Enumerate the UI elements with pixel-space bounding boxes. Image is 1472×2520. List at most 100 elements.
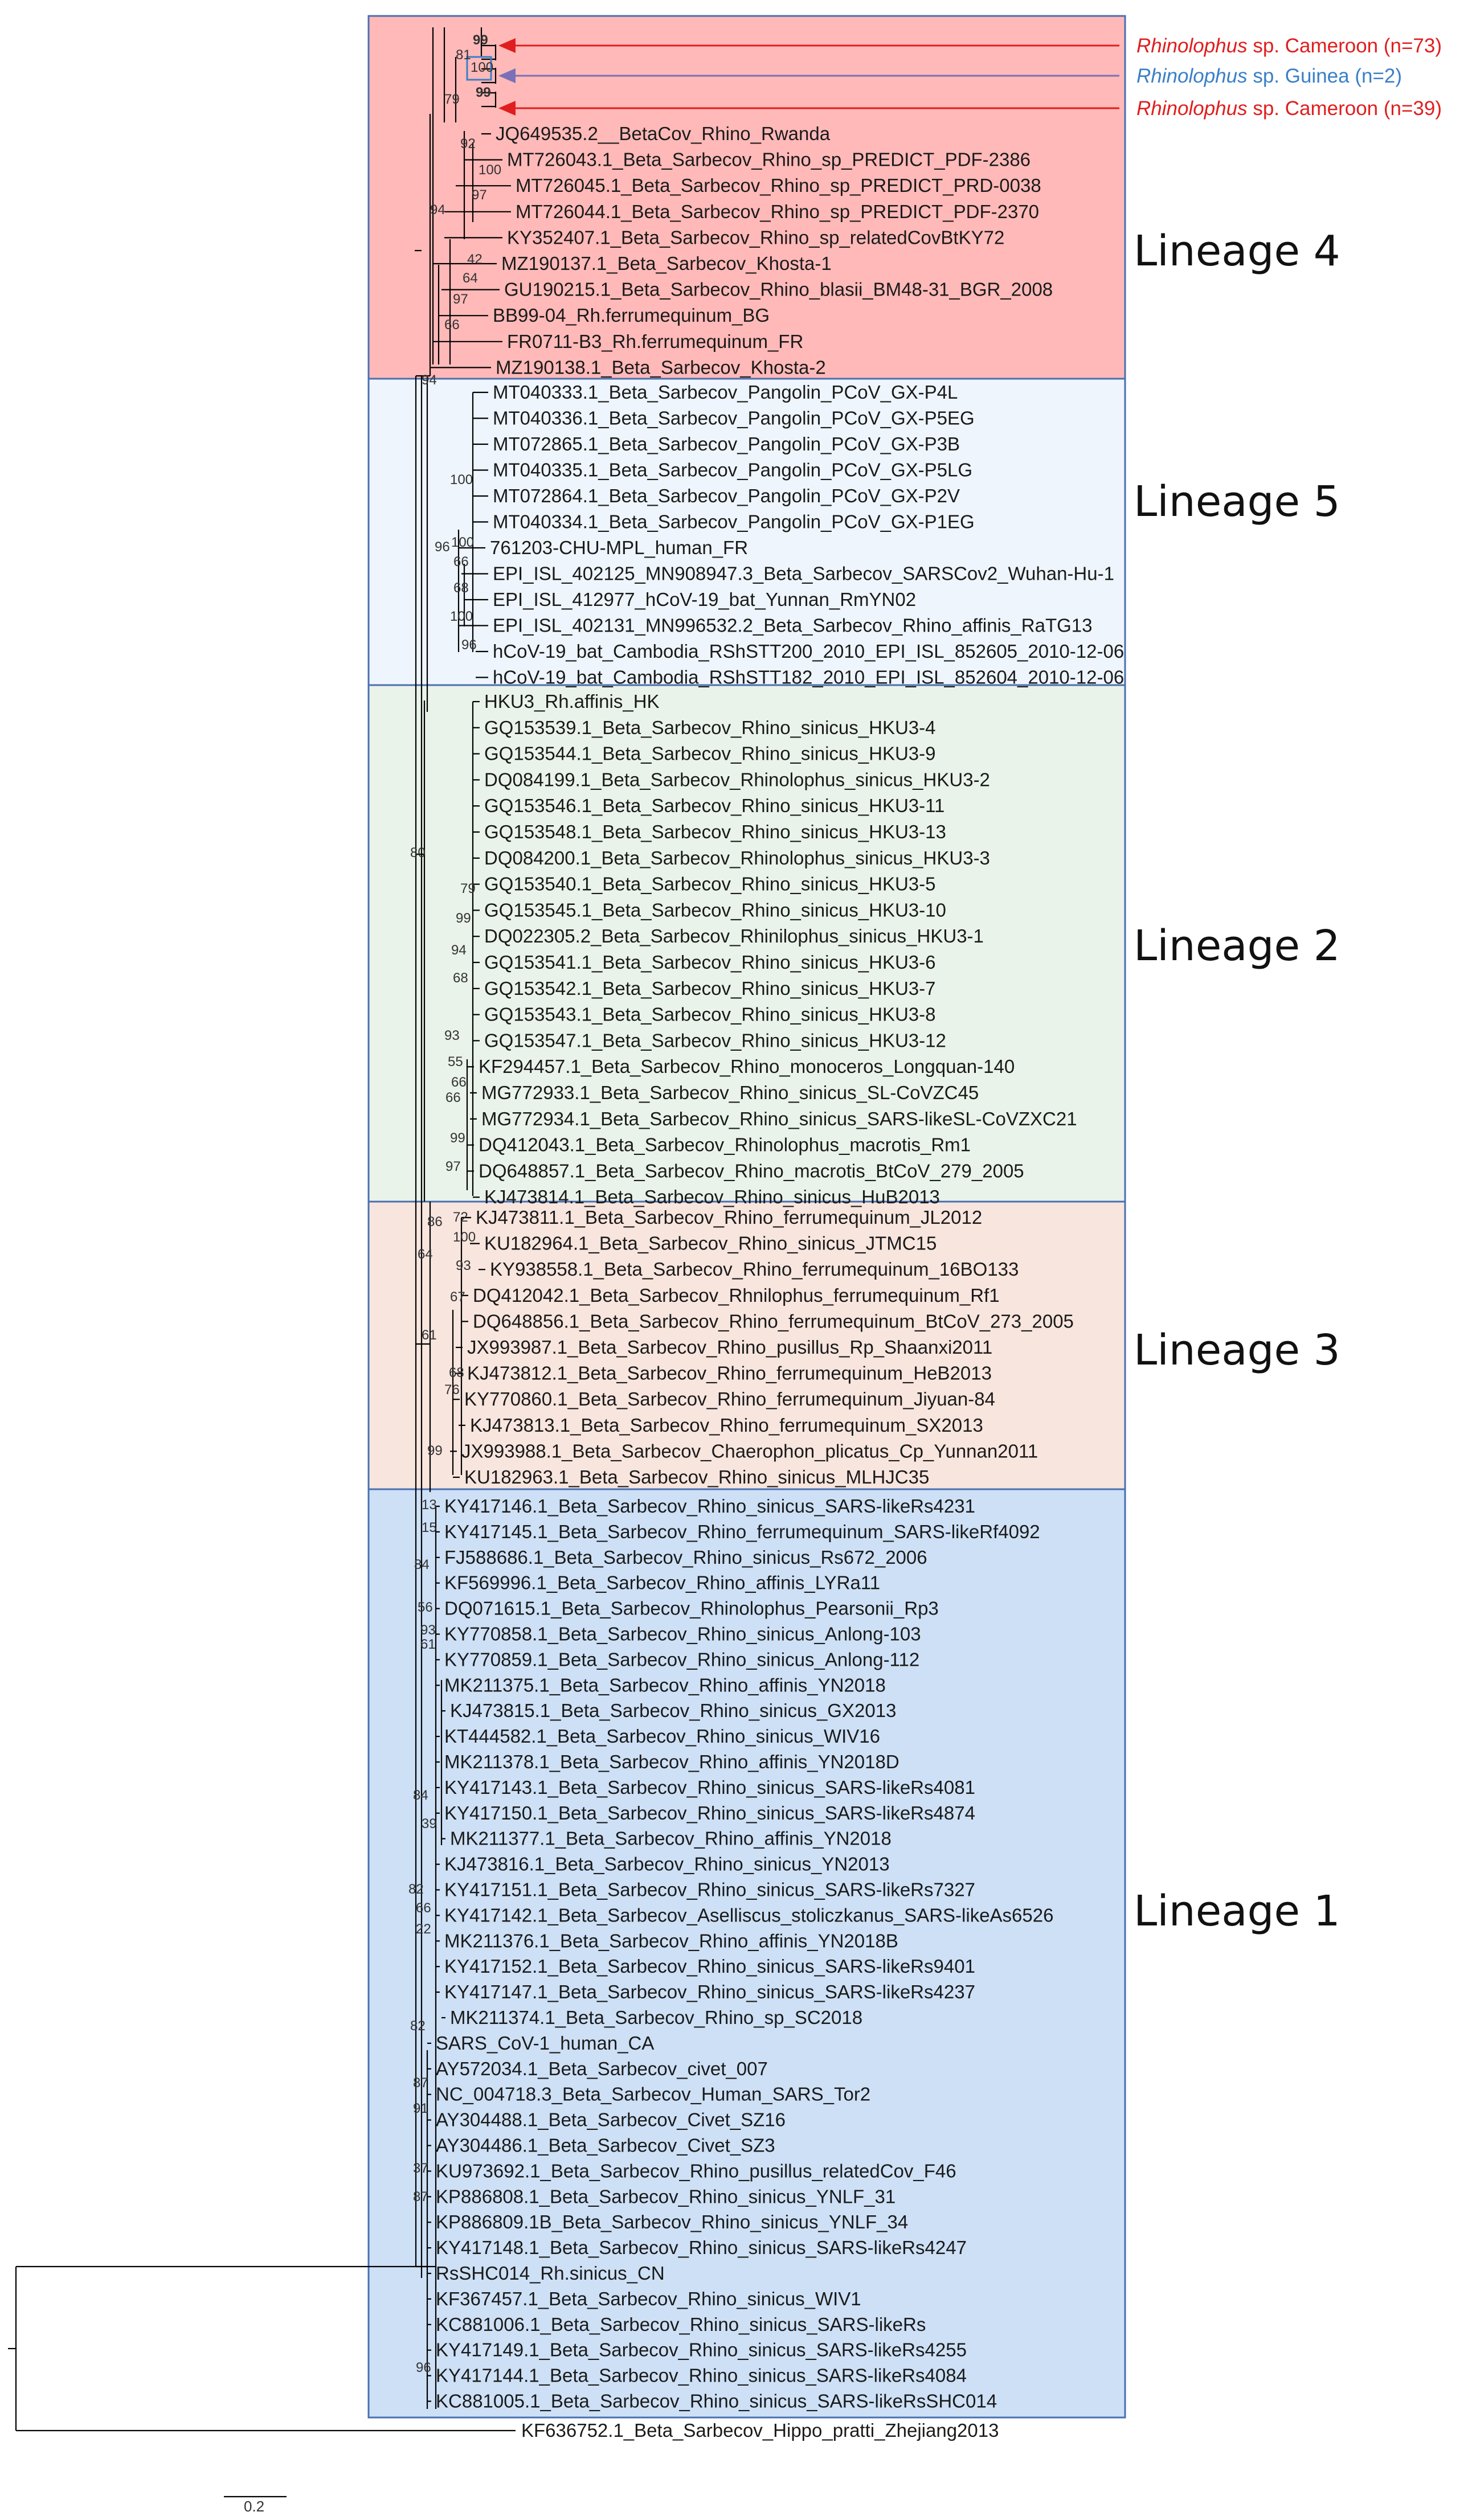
leaf-label: MK211375.1_Beta_Sarbecov_Rhino_affinis_Y…: [444, 1674, 886, 1695]
leaf-label: EPI_ISL_402125_MN908947.3_Beta_Sarbecov_…: [493, 563, 1114, 584]
leaf-label: DQ084199.1_Beta_Sarbecov_Rhinolophus_sin…: [484, 769, 990, 790]
bootstrap-value: 61: [420, 1637, 436, 1652]
bootstrap-value: 96: [416, 2360, 431, 2375]
lineage-box: [367, 684, 1126, 1203]
leaf-label: MG772933.1_Beta_Sarbecov_Rhino_sinicus_S…: [481, 1082, 979, 1103]
leaf-label: KF294457.1_Beta_Sarbecov_Rhino_monoceros…: [479, 1056, 1015, 1077]
bootstrap-value: 93: [420, 1622, 436, 1638]
bootstrap-value: 99: [473, 32, 488, 48]
leaf-label: KJ473813.1_Beta_Sarbecov_Rhino_ferrumequ…: [470, 1415, 983, 1436]
bootstrap-value: 55: [448, 1054, 463, 1070]
bootstrap-value: 76: [444, 1382, 460, 1398]
leaf-label: KY417150.1_Beta_Sarbecov_Rhino_sinicus_S…: [444, 1802, 975, 1824]
bootstrap-value: 42: [467, 252, 483, 267]
bootstrap-value: 66: [453, 554, 469, 569]
lineage-box: [367, 1488, 1126, 2419]
bootstrap-value: 68: [453, 970, 468, 986]
leaf-label: MT726044.1_Beta_Sarbecov_Rhino_sp_PREDIC…: [516, 201, 1039, 222]
leaf-label: MT040334.1_Beta_Sarbecov_Pangolin_PCoV_G…: [493, 511, 975, 532]
leaf-label: GQ153542.1_Beta_Sarbecov_Rhino_sinicus_H…: [484, 978, 936, 999]
leaf-label: FR0711-B3_Rh.ferrumequinum_FR: [507, 331, 803, 352]
bootstrap-value: 79: [460, 881, 476, 896]
bootstrap-value: 80: [410, 845, 426, 861]
tree-branches: [415, 27, 511, 2409]
lineage-name: Lineage 2: [1134, 921, 1340, 970]
bootstrap-value: 96: [461, 637, 477, 653]
leaf-label: FJ588686.1_Beta_Sarbecov_Rhino_sinicus_R…: [444, 1547, 927, 1568]
bootstrap-value: 93: [456, 1258, 471, 1273]
bootstrap-value: 39: [422, 1816, 437, 1831]
leaf-label: MT072865.1_Beta_Sarbecov_Pangolin_PCoV_G…: [493, 433, 960, 454]
bootstrap-value: 86: [427, 1214, 443, 1230]
leaf-label: KC881005.1_Beta_Sarbecov_Rhino_sinicus_S…: [436, 2391, 997, 2412]
annotation-label: Rhinolophus sp. Cameroon (n=39): [1136, 97, 1442, 120]
leaf-label: GQ153545.1_Beta_Sarbecov_Rhino_sinicus_H…: [484, 899, 946, 920]
bootstrap-value: 56: [418, 1600, 433, 1615]
leaf-label: JX993987.1_Beta_Sarbecov_Rhino_pusillus_…: [467, 1337, 992, 1358]
leaf-label: AY304486.1_Beta_Sarbecov_Civet_SZ3: [436, 2135, 775, 2156]
leaf-label: GQ153541.1_Beta_Sarbecov_Rhino_sinicus_H…: [484, 952, 936, 973]
leaf-label: GQ153547.1_Beta_Sarbecov_Rhino_sinicus_H…: [484, 1030, 946, 1051]
lineage-box: [367, 378, 1126, 686]
leaf-label: GQ153543.1_Beta_Sarbecov_Rhino_sinicus_H…: [484, 1004, 936, 1025]
leaf-label: KJ473811.1_Beta_Sarbecov_Rhino_ferrumequ…: [476, 1207, 982, 1228]
leaf-label: AY572034.1_Beta_Sarbecov_civet_007: [436, 2058, 768, 2079]
annotation-arrowhead: [498, 68, 516, 83]
leaf-label: KJ473812.1_Beta_Sarbecov_Rhino_ferrumequ…: [467, 1363, 992, 1384]
leaf-label: 761203-CHU-MPL_human_FR: [490, 537, 748, 558]
leaf-label: GU190215.1_Beta_Sarbecov_Rhino_blasii_BM…: [504, 279, 1053, 300]
bootstrap-value: 94: [430, 202, 445, 218]
leaf-label: DQ648856.1_Beta_Sarbecov_Rhino_ferrumequ…: [473, 1310, 1074, 1331]
outgroup-label: KF636752.1_Beta_Sarbecov_Hippo_pratti_Zh…: [521, 2420, 999, 2441]
leaf-label: KC881006.1_Beta_Sarbecov_Rhino_sinicus_S…: [436, 2314, 926, 2335]
bootstrap-value: 99: [476, 85, 491, 100]
leaf-label: KU182963.1_Beta_Sarbecov_Rhino_sinicus_M…: [464, 1466, 929, 1488]
leaf-label: HKU3_Rh.affinis_HK: [484, 691, 660, 712]
bootstrap-value: 100: [453, 1230, 476, 1245]
bootstrap-value: 22: [416, 1921, 431, 1937]
lineage-name: Lineage 1: [1134, 1887, 1340, 1936]
bootstrap-value: 82: [408, 1882, 424, 1897]
bootstrap-value: 84: [414, 1557, 430, 1572]
leaf-label: EPI_ISL_402131_MN996532.2_Beta_Sarbecov_…: [493, 615, 1092, 636]
leaf-label: DQ022305.2_Beta_Sarbecov_Rhinilophus_sin…: [484, 925, 984, 946]
bootstrap-value: 72: [453, 1210, 468, 1225]
leaf-label: GQ153540.1_Beta_Sarbecov_Rhino_sinicus_H…: [484, 874, 936, 895]
leaf-label: KY417143.1_Beta_Sarbecov_Rhino_sinicus_S…: [444, 1777, 975, 1798]
leaf-label: DQ071615.1_Beta_Sarbecov_Rhinolophus_Pea…: [444, 1598, 939, 1619]
annotation-rest: sp. Cameroon (n=73): [1248, 35, 1442, 57]
leaf-label: KY938558.1_Beta_Sarbecov_Rhino_ferrumequ…: [490, 1259, 1019, 1280]
leaf-label: MK211378.1_Beta_Sarbecov_Rhino_affinis_Y…: [444, 1751, 899, 1772]
outgroup: KF636752.1_Beta_Sarbecov_Hippo_pratti_Zh…: [8, 2265, 999, 2441]
leaf-label: MK211377.1_Beta_Sarbecov_Rhino_affinis_Y…: [450, 1828, 892, 1849]
leaf-label: AY304488.1_Beta_Sarbecov_Civet_SZ16: [436, 2109, 786, 2130]
bootstrap-value: 93: [444, 1028, 460, 1043]
leaf-label: MT040335.1_Beta_Sarbecov_Pangolin_PCoV_G…: [493, 460, 972, 481]
lineage-boxes: [367, 15, 1126, 2419]
leaf-label: KY417148.1_Beta_Sarbecov_Rhino_sinicus_S…: [436, 2237, 967, 2258]
leaf-label: JX993988.1_Beta_Sarbecov_Chaerophon_plic…: [461, 1440, 1038, 1461]
bootstrap-value: 68: [453, 580, 469, 596]
bootstrap-value: 99: [450, 1130, 465, 1146]
leaf-label: GQ153548.1_Beta_Sarbecov_Rhino_sinicus_H…: [484, 821, 946, 842]
sample-annotations: Rhinolophus sp. Cameroon (n=73)Rhinoloph…: [498, 35, 1442, 120]
leaf-label: KY352407.1_Beta_Sarbecov_Rhino_sp_relate…: [507, 227, 1004, 248]
leaf-label: BB99-04_Rh.ferrumequinum_BG: [493, 305, 770, 326]
leaf-label: hCoV-19_bat_Cambodia_RShSTT200_2010_EPI_…: [493, 641, 1124, 662]
leaf-label: KJ473816.1_Beta_Sarbecov_Rhino_sinicus_Y…: [444, 1854, 890, 1875]
leaf-label: RsSHC014_Rh.sinicus_CN: [436, 2263, 665, 2284]
annotation-arrowhead: [498, 101, 516, 116]
bootstrap-value: 100: [471, 60, 493, 75]
bootstrap-value: 66: [416, 1900, 431, 1916]
bootstrap-value: 96: [435, 539, 450, 555]
bootstrap-value: 37: [413, 2161, 428, 2176]
lineage-name: Lineage 5: [1134, 477, 1340, 526]
bootstrap-value: 66: [445, 1090, 461, 1105]
guinea-highlight-box: [466, 56, 492, 81]
bootstrap-value: 13: [422, 1497, 437, 1513]
bootstrap-value: 64: [463, 271, 478, 286]
bootstrap-value: 81: [456, 47, 471, 63]
leaf-label: NC_004718.3_Beta_Sarbecov_Human_SARS_Tor…: [436, 2084, 870, 2105]
